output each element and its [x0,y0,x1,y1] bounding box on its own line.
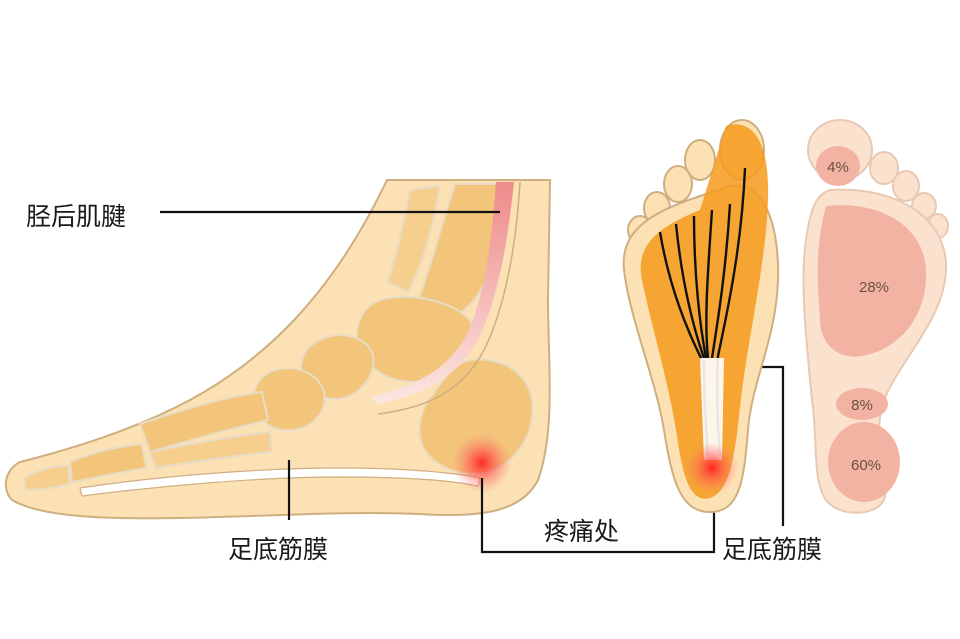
pressure-label-heel: 60% [851,457,881,474]
footprint-toe [869,151,899,185]
toe [663,165,693,203]
toe [684,139,716,181]
pressure-label-forefoot: 28% [859,279,889,296]
pressure-zone-heel [828,422,900,502]
pressure-zone-midfoot [836,388,888,420]
phalanx-bone [68,442,148,484]
heel-pain-spot [452,433,512,493]
tibialis-posterior-tendon [372,182,514,404]
label-plantar-fascia-sole: 足底筋膜 [722,535,823,564]
footprint-toe [892,170,920,202]
distal-phalanx-bone [22,464,72,492]
label-plantar-fascia-side: 足底筋膜 [228,535,329,564]
metatarsal-bone [138,390,270,454]
label-pain-site: 疼痛处 [544,517,620,546]
pressure-zone-toe [816,146,860,186]
pressure-zone-forefoot [817,205,927,357]
tendon-sheath-line [377,181,521,415]
pressure-label-toe: 4% [827,159,849,176]
plantar-fascia-region [640,124,769,499]
metatarsal-bone-lower [148,430,274,470]
pressure-footprint: 4% 28% 8% 60% [802,119,949,514]
pressure-label-midfoot: 8% [851,397,873,414]
fascia-stem [700,358,724,460]
label-tibialis-posterior-tendon: 胫后肌腱 [26,202,127,231]
sole-pain-spot [686,442,738,494]
sole-view-foot [622,119,780,514]
